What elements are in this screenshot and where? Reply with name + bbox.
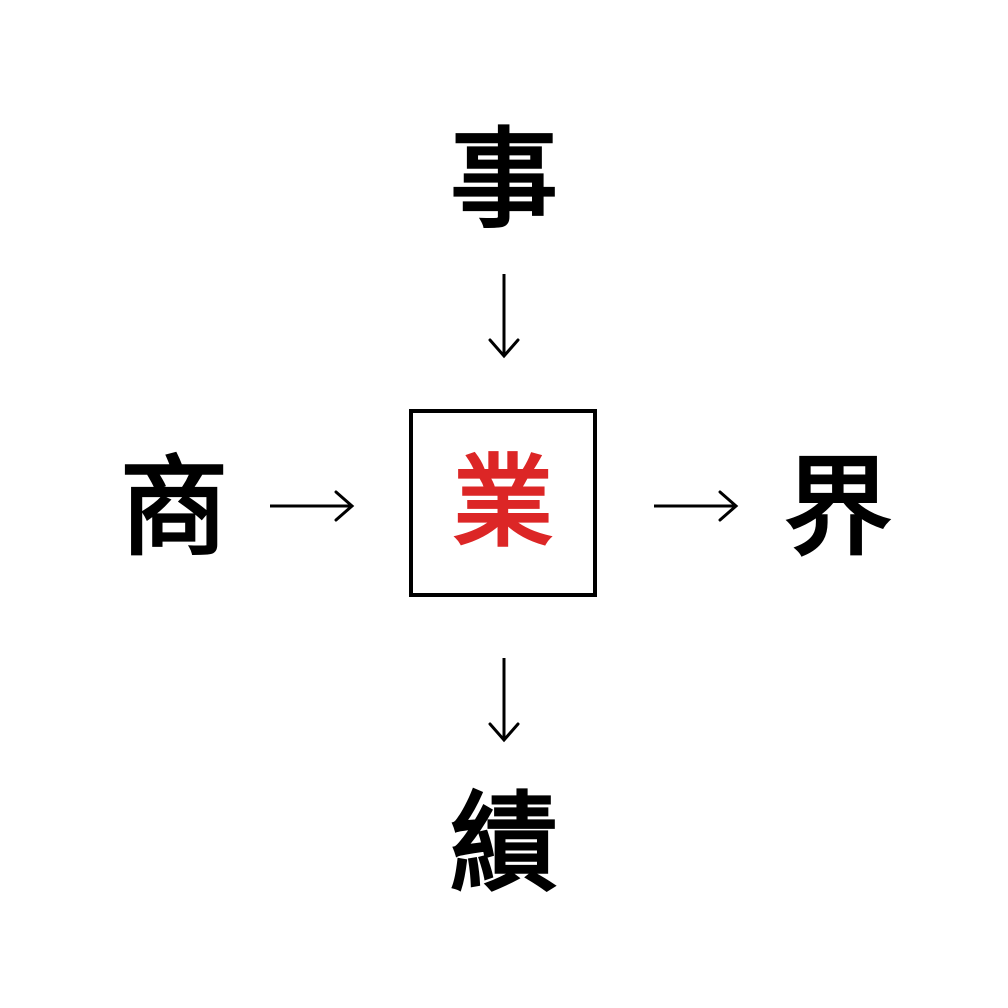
arrow-right-left <box>270 490 355 522</box>
kanji-right: 界 <box>783 446 892 571</box>
arrow-right-right <box>654 490 739 522</box>
answer-kanji: 業 <box>453 444 553 561</box>
arrow-down-top <box>488 274 520 359</box>
kanji-top: 事 <box>449 118 558 243</box>
arrow-down-bottom <box>488 658 520 743</box>
kanji-left: 商 <box>119 446 228 571</box>
answer-box: 業 <box>409 409 597 597</box>
kanji-bottom: 績 <box>449 782 558 907</box>
